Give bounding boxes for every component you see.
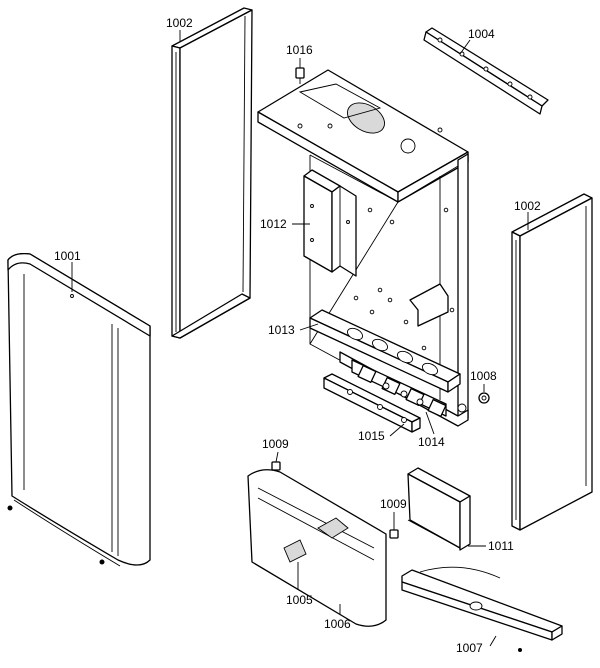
callouts: 1001 1002 1002 1004 1016 1012 1013 1008 … [54,16,541,655]
lower-connection-bar [323,373,421,433]
support-bracket [407,467,471,551]
callout-1004: 1004 [468,27,495,41]
clip-1009-left [271,461,281,471]
callout-1014: 1014 [418,435,445,449]
valve-block [351,359,447,418]
callout-1009-left: 1009 [262,437,289,451]
callout-1006: 1006 [324,617,351,631]
part-1008-fitting [478,392,490,404]
callout-1013: 1013 [268,323,295,337]
callout-1012: 1012 [260,217,287,231]
callout-1008: 1008 [470,369,497,383]
leader-lines [71,30,529,647]
control-cover [247,469,387,627]
callout-1002-left: 1002 [166,16,193,30]
internal-bracket [303,169,357,277]
callout-1007: 1007 [456,641,483,655]
callout-1009-right: 1009 [380,497,407,511]
callout-1002-right: 1002 [514,199,541,213]
pipe-connection-bar [309,309,461,393]
front-panel [7,252,151,567]
part-1016-connector [295,67,305,84]
side-panel-left [171,7,253,339]
side-panel-right [511,193,593,531]
callout-1016: 1016 [286,43,313,57]
callout-1011: 1011 [488,539,514,553]
callout-1001: 1001 [54,249,81,263]
callout-1005: 1005 [286,593,313,607]
mounting-rail [423,27,549,115]
clip-1009-right [389,529,399,539]
base-plate [401,566,563,652]
callout-1015: 1015 [358,429,385,443]
